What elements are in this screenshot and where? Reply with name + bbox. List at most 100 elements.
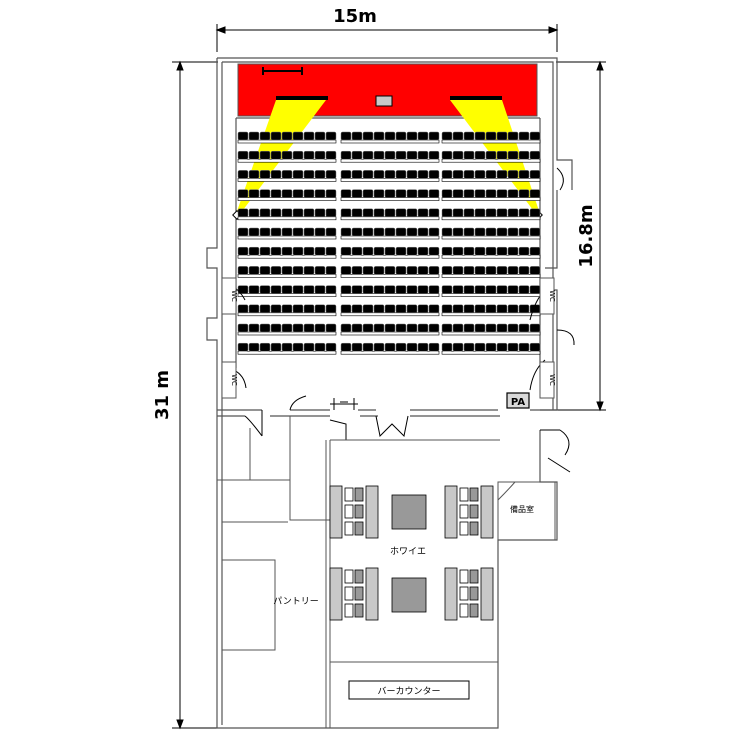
width-label: 15m bbox=[333, 6, 377, 27]
seat-row bbox=[340, 150, 440, 163]
desk bbox=[237, 274, 337, 278]
seat-row bbox=[441, 208, 541, 221]
desk bbox=[340, 216, 440, 221]
seat bbox=[417, 227, 429, 237]
foyer-label: ホワイエ bbox=[390, 546, 426, 557]
desk bbox=[441, 331, 541, 336]
seat bbox=[373, 266, 385, 275]
seat bbox=[373, 208, 385, 218]
pa-label: PA bbox=[511, 397, 525, 408]
side-table bbox=[354, 569, 364, 584]
seat bbox=[362, 304, 374, 314]
seat bbox=[292, 342, 304, 352]
seat bbox=[292, 150, 304, 160]
seat bbox=[406, 323, 418, 333]
seat bbox=[351, 189, 363, 198]
desk bbox=[237, 197, 337, 201]
seat bbox=[485, 323, 497, 333]
wc-right-lower: WC bbox=[539, 361, 556, 399]
seat bbox=[441, 131, 453, 141]
seat bbox=[496, 208, 508, 218]
seat bbox=[325, 189, 337, 198]
seat bbox=[428, 323, 440, 333]
seat bbox=[417, 285, 429, 294]
desk bbox=[237, 139, 337, 144]
seat bbox=[303, 170, 315, 179]
seat bbox=[281, 208, 293, 218]
seat bbox=[237, 150, 249, 160]
seat bbox=[373, 189, 385, 198]
seat bbox=[417, 170, 429, 179]
seat bbox=[496, 227, 508, 237]
seat bbox=[351, 131, 363, 141]
desk bbox=[340, 331, 440, 336]
seat bbox=[384, 150, 396, 160]
seat bbox=[351, 208, 363, 218]
seat bbox=[325, 246, 337, 256]
seat bbox=[303, 266, 315, 275]
seat bbox=[248, 323, 260, 333]
seat-row bbox=[237, 323, 337, 336]
seat bbox=[362, 285, 374, 294]
desk bbox=[340, 139, 440, 144]
desk bbox=[340, 254, 440, 259]
desk bbox=[340, 350, 440, 355]
seat bbox=[237, 342, 249, 352]
seat bbox=[406, 150, 418, 160]
seat bbox=[474, 227, 486, 237]
seat bbox=[281, 266, 293, 275]
seat bbox=[474, 285, 486, 294]
seat bbox=[428, 170, 440, 179]
hall-depth-dimension bbox=[556, 60, 606, 412]
desk bbox=[441, 350, 541, 355]
seat bbox=[452, 208, 464, 218]
seat bbox=[270, 266, 282, 275]
side-table bbox=[469, 586, 479, 601]
side-table bbox=[469, 504, 479, 519]
seat bbox=[417, 266, 429, 275]
seat bbox=[373, 304, 385, 314]
seat bbox=[485, 150, 497, 160]
seat bbox=[452, 266, 464, 275]
seat bbox=[373, 170, 385, 179]
seat bbox=[463, 227, 475, 237]
seat bbox=[406, 227, 418, 237]
seat bbox=[303, 208, 315, 218]
seat bbox=[406, 208, 418, 218]
seat bbox=[325, 227, 337, 237]
seat bbox=[270, 131, 282, 141]
seat-row bbox=[340, 304, 440, 317]
desk bbox=[340, 293, 440, 297]
seat bbox=[384, 304, 396, 314]
seat bbox=[529, 342, 541, 352]
seat bbox=[270, 150, 282, 160]
seat bbox=[248, 342, 260, 352]
side-table bbox=[354, 586, 364, 601]
pa-booth bbox=[506, 392, 530, 409]
seat bbox=[395, 323, 407, 333]
sofa bbox=[444, 567, 458, 621]
seat bbox=[463, 150, 475, 160]
seat bbox=[237, 227, 249, 237]
seat-row bbox=[441, 150, 541, 163]
seat-row bbox=[340, 170, 440, 182]
sofa bbox=[444, 485, 458, 539]
seat bbox=[441, 208, 453, 218]
seat bbox=[270, 323, 282, 333]
seat bbox=[270, 170, 282, 179]
seat bbox=[395, 170, 407, 179]
seat bbox=[259, 131, 271, 141]
seat bbox=[474, 150, 486, 160]
seat bbox=[395, 227, 407, 237]
seat bbox=[417, 150, 429, 160]
seat bbox=[496, 304, 508, 314]
seat bbox=[248, 131, 260, 141]
seat bbox=[248, 227, 260, 237]
seat bbox=[373, 131, 385, 141]
seat bbox=[270, 189, 282, 198]
seat bbox=[529, 189, 541, 198]
seat bbox=[340, 131, 352, 141]
chair bbox=[344, 569, 354, 584]
width-dimension bbox=[215, 24, 559, 52]
seat bbox=[303, 246, 315, 256]
